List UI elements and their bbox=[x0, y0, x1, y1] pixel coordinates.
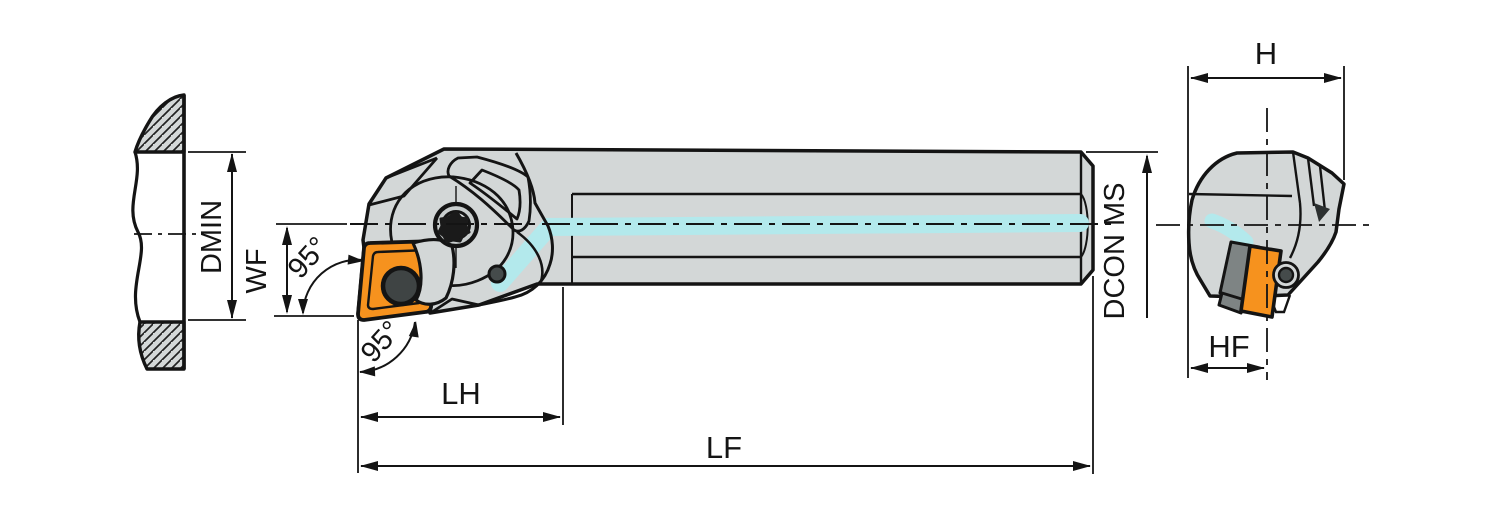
dimension-angle-bottom: 95° bbox=[355, 315, 419, 377]
dimension-label-lf: LF bbox=[706, 430, 742, 465]
shank-facet-lines bbox=[571, 152, 1089, 284]
dimension-label-lh: LH bbox=[441, 376, 481, 411]
dimension-wf: WF bbox=[241, 223, 354, 317]
end-view-dark-wedge bbox=[1314, 203, 1330, 222]
end-view-insert bbox=[1239, 244, 1283, 319]
dimension-lf: LF bbox=[360, 276, 1094, 474]
dimension-dcon: DCON MS bbox=[1086, 151, 1158, 320]
dimension-angle-top: 95° bbox=[282, 231, 364, 315]
dimension-dmin: DMIN bbox=[188, 151, 246, 321]
workpiece-section-view: DMIN bbox=[131, 93, 246, 371]
workpiece-upper-wall-hatch bbox=[133, 93, 186, 154]
dimension-label-dmin: DMIN bbox=[196, 200, 228, 274]
head-boundary-lines bbox=[478, 152, 554, 307]
coolant-hole bbox=[487, 264, 507, 284]
insert-hole-clamp-nose bbox=[380, 265, 422, 307]
workpiece-bore-wall-line bbox=[131, 151, 144, 323]
side-view-dimensions: WF 95° 95° LH bbox=[241, 151, 1158, 474]
end-view: H HF bbox=[1156, 36, 1374, 380]
workpiece-lower-wall-hatch bbox=[137, 320, 186, 371]
torx-icon bbox=[437, 210, 471, 244]
boring-bar-side-view bbox=[350, 147, 1112, 322]
end-view-coolant-highlight bbox=[1204, 213, 1254, 250]
dimension-lh: LH bbox=[357, 287, 564, 473]
end-view-coolant-hole bbox=[1277, 266, 1295, 284]
dimension-label-wf: WF bbox=[241, 248, 273, 293]
dimension-h: H bbox=[1187, 36, 1345, 378]
dimension-label-dcon: DCON MS bbox=[1099, 183, 1131, 320]
dimension-hf: HF bbox=[1190, 329, 1265, 373]
dimension-label-hf: HF bbox=[1208, 329, 1249, 364]
dimension-label-angle-bottom: 95° bbox=[355, 315, 408, 369]
dimension-label-h: H bbox=[1255, 36, 1277, 71]
